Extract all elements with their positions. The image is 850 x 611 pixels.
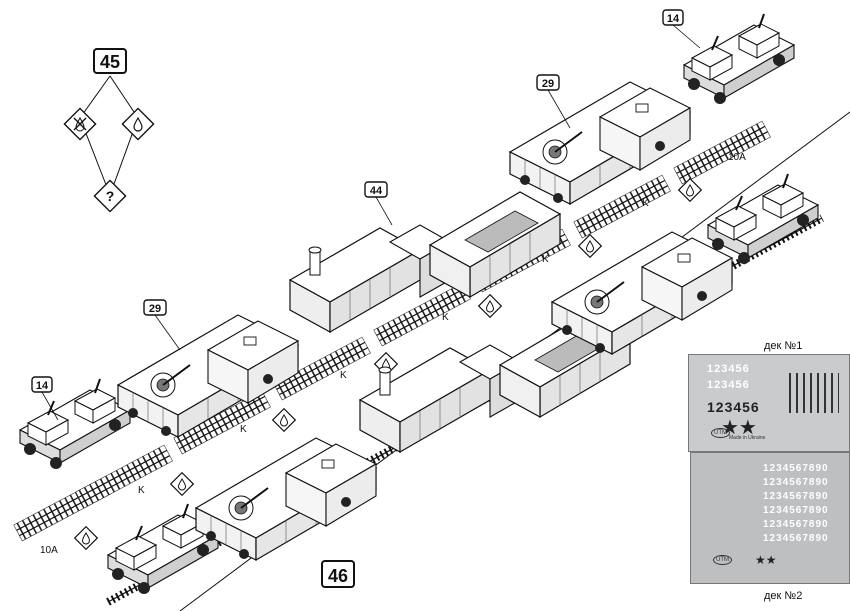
decal-row-3: 123456 — [707, 399, 760, 415]
rail-label-k-5: K — [542, 254, 549, 265]
decal2-row-2: 1234567890 — [763, 477, 829, 488]
decal2-row-4: 1234567890 — [763, 505, 829, 516]
rail-label-10a-upper: 10A — [728, 152, 746, 163]
decal2-star-icon: ★★ — [755, 553, 777, 567]
decal-row-2: 123456 — [707, 379, 750, 391]
red-star-icon: ★★ — [721, 417, 757, 439]
rail-label-k-4: K — [442, 312, 449, 323]
callout-14-upper: 14 — [662, 9, 701, 49]
made-in-note: Made in Ukraine — [729, 435, 766, 441]
step-46-box — [321, 560, 355, 588]
lower-platform-left — [195, 437, 377, 561]
callout-14-lower: 14 — [31, 376, 59, 421]
decal-sheet-1-title: дек №1 — [764, 340, 803, 352]
rail-label-k-2: K — [240, 424, 247, 435]
decal2-row-6: 1234567890 — [763, 533, 829, 544]
rail-label-k-6: K — [642, 198, 649, 209]
step-46-label: 46 — [328, 566, 348, 586]
svg-text:?: ? — [106, 188, 115, 204]
decal-bars — [789, 373, 839, 413]
svg-text:14: 14 — [667, 13, 680, 25]
legend-group: 45 ? — [63, 48, 155, 213]
decal2-row-5: 1234567890 — [763, 519, 829, 530]
svg-text:44: 44 — [370, 185, 383, 197]
decal-sheet-2-title: дек №2 — [764, 590, 803, 602]
decal2-row-3: 1234567890 — [763, 491, 829, 502]
decal-row-1: 123456 — [707, 363, 750, 375]
brand-stamp: UTM — [711, 428, 730, 438]
svg-text:29: 29 — [542, 78, 554, 90]
rail-label-k-1: K — [138, 485, 145, 496]
upper-flatcar-right — [683, 13, 795, 105]
svg-text:14: 14 — [36, 380, 49, 392]
step-45-label: 45 — [100, 52, 120, 72]
step-45-box — [93, 48, 127, 74]
upper-platform-left — [117, 314, 299, 438]
lower-platform-right — [551, 231, 733, 355]
rail-label-k-3: K — [340, 370, 347, 381]
callout-44: 44 — [364, 181, 393, 226]
decal2-brand-stamp: UTM — [713, 555, 732, 565]
callout-29-right: 29 — [536, 74, 571, 129]
decal-sheet-1: 123456 123456 123456 ★★ UTM Made in Ukra… — [688, 354, 850, 452]
lower-flatcar-right — [707, 173, 819, 265]
rail-label-10a-lower: 10A — [40, 545, 58, 556]
glue-drop-icon — [121, 107, 155, 141]
upper-track — [12, 120, 772, 542]
svg-text:29: 29 — [149, 303, 161, 315]
glue-forbidden-icon — [63, 107, 97, 141]
decal-sheet-2: 1234567890 1234567890 1234567890 1234567… — [690, 452, 850, 584]
callout-29-left: 29 — [143, 299, 181, 351]
decal2-row-1: 1234567890 — [763, 463, 829, 474]
question-icon: ? — [93, 179, 127, 213]
